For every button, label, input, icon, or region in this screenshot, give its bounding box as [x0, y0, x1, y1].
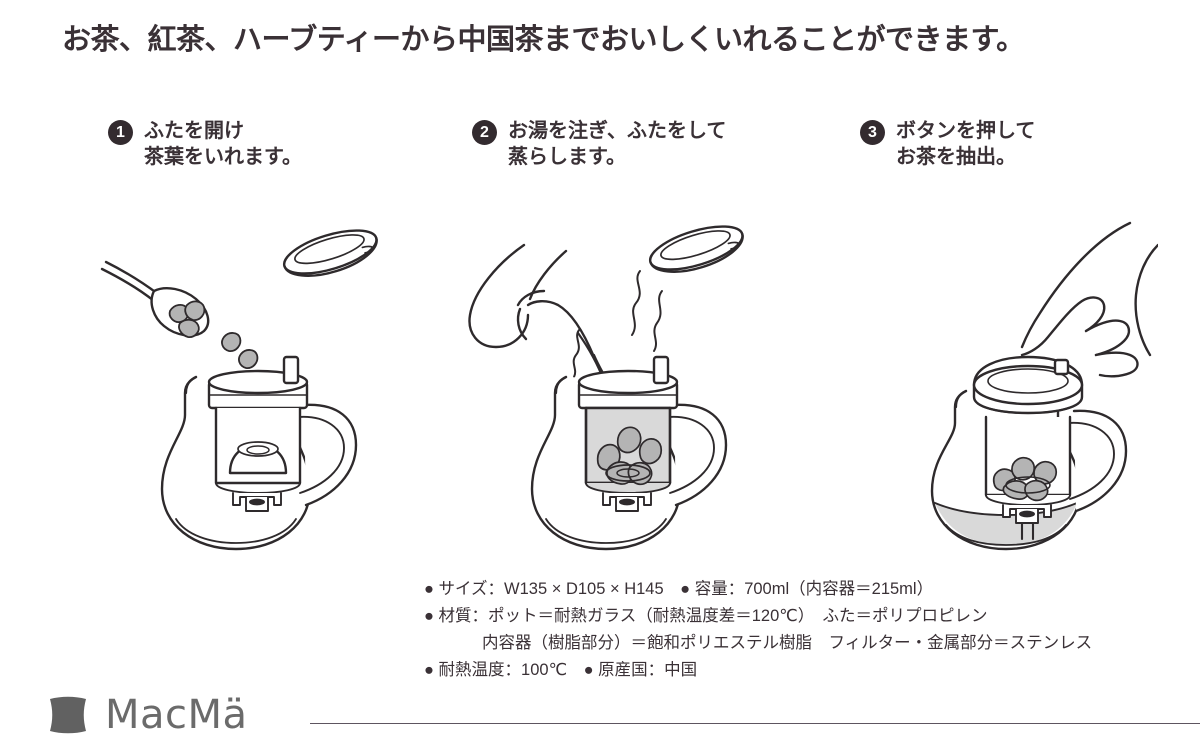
- brand-name: MacMä: [105, 692, 248, 738]
- extracted-tea-liquid: [934, 502, 1078, 546]
- step-caption-list: 1 ふたを開け 茶葉をいれます。 2 お湯を注ぎ、ふたをして 蒸らします。 3 …: [0, 112, 1200, 192]
- teapot-handle: [1067, 409, 1128, 513]
- step-number-badge-2: 2: [472, 120, 497, 145]
- step-item-1: 1 ふたを開け 茶葉をいれます。: [108, 118, 302, 171]
- pressing-hand-icon: [1020, 221, 1160, 378]
- spec-line-size-capacity: ● サイズ：W135 × D105 × H145 ● 容量：700ml（内容器＝…: [424, 580, 934, 598]
- infuser-basket: [577, 369, 679, 512]
- lid-icon: [648, 225, 744, 273]
- footer-divider: [310, 723, 1200, 724]
- step-item-3: 3 ボタンを押して お茶を抽出。: [860, 118, 1035, 171]
- teapot-handle: [297, 403, 358, 507]
- step-item-2: 2 お湯を注ぎ、ふたをして 蒸らします。: [472, 118, 726, 171]
- kettle-icon: [468, 243, 612, 389]
- footer: MacMä: [0, 686, 1200, 750]
- step-label-1: ふたを開け 茶葉をいれます。: [144, 120, 302, 169]
- step-label-2: お湯を注ぎ、ふたをして 蒸らします。: [508, 120, 727, 169]
- illustration-step-2: [458, 205, 758, 570]
- step-label-3: ボタンを押して お茶を抽出。: [896, 120, 1036, 169]
- teapot-handle: [667, 403, 728, 507]
- infuser-basket: [984, 415, 1072, 541]
- steeping-leaves-icon: [596, 426, 663, 486]
- spec-line-heat-origin: ● 耐熱温度：100℃ ● 原産国：中国: [424, 661, 698, 680]
- illustration-step-1: [88, 205, 388, 570]
- press-button-icon: [282, 355, 300, 385]
- step-number-badge-3: 3: [860, 120, 885, 145]
- specification-list: ● サイズ：W135 × D105 × H145 ● 容量：700ml（内容器＝…: [424, 576, 1092, 684]
- spec-line-material-1: ● 材質：ポット＝耐熱ガラス（耐熱温度差＝120℃） ふた＝ポリプロピレン: [424, 607, 988, 626]
- press-button-icon: [1053, 358, 1070, 376]
- falling-leaves-icon: [221, 332, 259, 369]
- steam-icon: [572, 270, 663, 378]
- logo-mark-icon: [50, 696, 86, 734]
- lid-icon: [282, 229, 378, 277]
- press-button-icon: [652, 355, 670, 385]
- step-number-badge-1: 1: [108, 120, 133, 145]
- page-title: お茶、紅茶、ハーブティーから中国茶までおいしくいれることができます。: [62, 24, 1025, 56]
- illustration-step-3: [858, 205, 1160, 570]
- brand-logo: MacMä: [47, 692, 248, 738]
- infuser-basket: [207, 369, 309, 512]
- spec-line-material-2: 内容器（樹脂部分）＝飽和ポリエステル樹脂 フィルター・金属部分＝ステンレス: [482, 634, 1093, 653]
- spoon-icon: [100, 260, 259, 369]
